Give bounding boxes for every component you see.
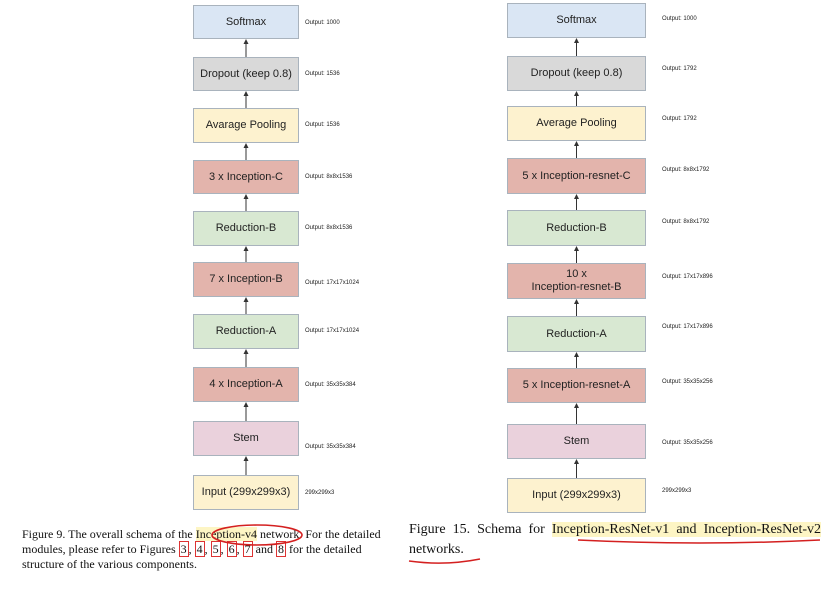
block-avarage-pooling: Avarage Pooling [193,108,299,143]
figure-ref-link[interactable]: 4 [194,541,205,557]
output-shape-label: Output: 17x17x1024 [305,280,360,286]
output-shape-label: Output: 35x35x256 [662,379,713,385]
block-4-x-inception-a: 4 x Inception-A [193,367,299,402]
arrowhead [243,297,249,302]
output-shape-label: Output: 8x8x1536 [305,174,353,180]
caption-highlight: Inception-v4 [195,527,258,541]
caption-text: networks. [409,542,464,557]
arrowhead [574,38,579,43]
arrowhead [243,91,249,96]
arrowhead [243,194,249,199]
block-7-x-inception-b: 7 x Inception-B [193,262,299,297]
arrowhead [574,403,579,408]
output-shape-label: 299x299x3 [305,490,335,496]
arrowhead [574,246,579,251]
caption-separator: and [252,542,276,556]
output-shape-label: 299x299x3 [662,488,692,494]
output-shape-label: Output: 35x35x384 [305,382,356,388]
figure-ref-link[interactable]: 6 [226,541,237,557]
block-softmax: Softmax [193,5,299,39]
output-shape-label: Output: 17x17x896 [662,324,713,330]
block-input-299x299x3: Input (299x299x3) [507,478,646,513]
arrowhead [574,194,579,199]
output-shape-label: Output: 1000 [662,16,697,22]
figure-9-caption: Figure 9. The overall schema of the Ince… [22,527,387,572]
caption-text: for the detailed structure of the variou… [22,542,362,571]
output-shape-label: Output: 8x8x1792 [662,219,710,225]
arrowhead [243,456,249,461]
block-3-x-inception-c: 3 x Inception-C [193,160,299,194]
flow-arrows [243,38,579,478]
block-5-x-inception-resnet-c: 5 x Inception-resnet-C [507,158,646,194]
arrowhead [243,246,249,251]
arrowhead [243,402,249,407]
block-10-x-inception-resnet-b: 10 x Inception-resnet-B [507,263,646,299]
arrowhead [243,143,249,148]
output-shape-label: Output: 1536 [305,122,340,128]
block-reduction-a: Reduction-A [193,314,299,349]
arrowhead [574,459,579,464]
output-shape-label: Output: 8x8x1536 [305,225,353,231]
figure-ref-link[interactable]: 3 [178,541,189,557]
block-reduction-b: Reduction-B [507,210,646,246]
block-softmax: Softmax [507,3,646,38]
arrowhead [243,349,249,354]
block-5-x-inception-resnet-a: 5 x Inception-resnet-A [507,368,646,403]
caption-separator: , [204,542,211,556]
arrowhead [574,352,579,357]
block-dropout-keep-0-8: Dropout (keep 0.8) [193,57,299,91]
figure-ref-link[interactable]: 5 [210,541,221,557]
output-shape-label: Output: 17x17x896 [662,274,713,280]
arrowhead [574,91,579,96]
caption-separator: , [220,542,227,556]
arrowhead [574,141,579,146]
output-shape-label: Output: 1000 [305,20,340,26]
arrowhead [243,39,249,44]
figure-ref-link[interactable]: 8 [275,541,286,557]
output-shape-label: Output: 1536 [305,71,340,77]
caption-text: Figure 15. Schema for [409,522,552,537]
caption-text: Figure 9. The overall schema of the [22,527,196,541]
caption-separator: , [236,542,243,556]
caption-separator: , [188,542,195,556]
output-shape-label: Output: 8x8x1792 [662,167,710,173]
block-stem: Stem [507,424,646,459]
block-reduction-a: Reduction-A [507,316,646,352]
arrowhead [574,299,579,304]
block-reduction-b: Reduction-B [193,211,299,246]
figure-ref-link[interactable]: 7 [242,541,253,557]
block-stem: Stem [193,421,299,456]
output-shape-label: Output: 1792 [662,116,697,122]
output-shape-label: Output: 1792 [662,66,697,72]
caption-highlight: Inception-ResNet-v1 and Inception-ResNet… [551,522,821,537]
block-dropout-keep-0-8: Dropout (keep 0.8) [507,56,646,91]
output-shape-label: Output: 35x35x384 [305,444,356,450]
figure-15-caption: Figure 15. Schema for Inception-ResNet-v… [409,520,821,560]
output-shape-label: Output: 35x35x256 [662,440,713,446]
block-input-299x299x3: Input (299x299x3) [193,475,299,510]
output-shape-label: Output: 17x17x1024 [305,328,360,334]
block-average-pooling: Average Pooling [507,106,646,141]
